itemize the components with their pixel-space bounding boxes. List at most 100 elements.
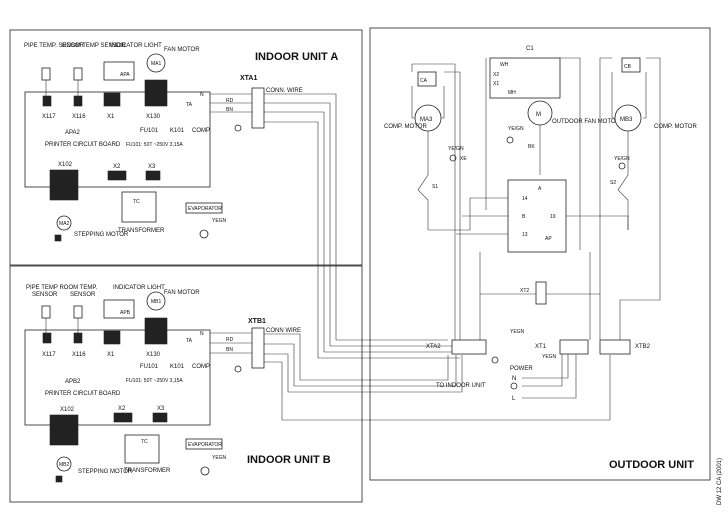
wire-rd-b: RD — [226, 337, 234, 343]
ta-a-label: TA — [186, 102, 193, 108]
mb3-label: MB3 — [620, 117, 633, 123]
x1-a-label: X1 — [107, 114, 115, 120]
fuse-b-spec: FU101: 50T ~250V 3,15A — [126, 378, 183, 384]
indoor-unit-a: INDOOR UNIT A PIPE TEMP. SENSOR ROOM TEM… — [9, 29, 363, 266]
evaporator-a-yegn: YEGN — [212, 218, 227, 224]
evaporator-b-label: EVAPORATOR — [188, 442, 222, 448]
room-sensor-label-a: ROOM TEMP SENSOR — [62, 43, 126, 49]
comp-b-label: COMP — [192, 364, 210, 370]
transformer-label-b: TRANSFORMER — [124, 468, 171, 474]
ta-b-label: TA — [186, 338, 193, 344]
xta2-label: XTA2 — [426, 344, 441, 350]
ap-19: 19 — [550, 214, 556, 220]
wire-bn-a: BN — [226, 107, 233, 113]
ma3-label: MA3 — [420, 117, 433, 123]
mb1-label: MB1 — [151, 299, 162, 305]
sensor-label-b2: SENSOR — [70, 292, 96, 298]
ma2-label: MA2 — [59, 221, 70, 227]
tc-b-label: TC — [141, 439, 148, 445]
x1-out-label: X1 — [493, 81, 499, 87]
xta1-label: XTA1 — [240, 75, 257, 82]
power-label: POWER — [510, 366, 533, 372]
x130-b-label: X130 — [146, 352, 161, 358]
x3-a-label: X3 — [148, 164, 156, 170]
k101-a-label: K101 — [170, 128, 185, 134]
xta1-block — [251, 87, 265, 129]
yegn-xt1: YEGN — [542, 354, 557, 360]
power-l: L — [512, 396, 516, 402]
transformer-a-symbol — [121, 191, 157, 223]
x1-b-label: X1 — [107, 352, 115, 358]
x117-a-label: X117 — [42, 114, 56, 120]
x116-b-label: X116 — [72, 352, 86, 358]
yegn-fan: YE/GN — [508, 126, 524, 132]
indicator-light-a — [103, 61, 135, 81]
apa-label: APA — [120, 72, 130, 78]
xta2-block — [451, 339, 487, 355]
pcb-a-frame — [24, 91, 211, 188]
outdoor-unit-title: OUTDOOR UNIT — [609, 459, 694, 471]
outdoor-fan-label: OUTDOOR FAN MOTOR — [552, 119, 621, 125]
power-n: N — [512, 376, 516, 382]
x130-a-label: X130 — [146, 114, 161, 120]
evaporator-a-label: EVAPORATOR — [188, 206, 222, 212]
x116-a-connector — [73, 95, 83, 107]
xt2-label: XT2 — [520, 288, 529, 294]
x3-b-label: X3 — [157, 406, 165, 412]
evaporator-a-box — [185, 202, 223, 214]
x102-a-label: X102 — [58, 162, 73, 168]
ap-13: 13 — [522, 232, 528, 238]
x102-b-label: X102 — [60, 407, 75, 413]
indoor-unit-b-title: INDOOR UNIT B — [247, 454, 331, 466]
ap-label: AP — [545, 236, 552, 242]
wire-rd-a: RD — [226, 98, 234, 104]
fan-motor-label-a: FAN MOTOR — [164, 47, 200, 53]
x116-a-label: X116 — [72, 114, 86, 120]
fan-motor-a-symbol — [146, 53, 166, 73]
pipe-sensor-label-a: PIPE TEMP. SENSOR — [24, 43, 84, 49]
pipe-room-label-b: PIPE TEMP ROOM TEMP. — [26, 285, 98, 291]
pcb-b-frame — [24, 329, 211, 426]
fuse-b-label: FU101 — [140, 364, 159, 370]
comp-motor-a-label: COMP. MOTOR — [384, 124, 427, 130]
transformer-label-a: TRANSFORMER — [118, 228, 165, 234]
yegn-top: YEGN — [510, 329, 525, 335]
s2-label: S2 — [610, 180, 616, 186]
fuse-a-label: FU101 — [140, 128, 159, 134]
tc-a-label: TC — [133, 199, 140, 205]
m-label: M — [536, 112, 541, 118]
xe-a: XE — [460, 156, 467, 162]
yegn-b: YE/GN — [614, 156, 630, 162]
yegn-a: YE/GN — [448, 146, 464, 152]
xtb1-label: XTB1 — [248, 318, 266, 325]
x117-b-label: X117 — [42, 352, 56, 358]
xt1-label: XT1 — [535, 344, 547, 350]
wire-n-a: N — [200, 92, 204, 98]
comp-a-label: COMP — [192, 128, 210, 134]
xtb2-block — [599, 339, 631, 355]
indoor-unit-b: INDOOR UNIT B PIPE TEMP ROOM TEMP. SENSO… — [9, 265, 363, 503]
ap-b: B — [522, 214, 526, 220]
xt2-block — [535, 281, 547, 305]
indoor-unit-a-title: INDOOR UNIT A — [255, 51, 338, 63]
indicator-label-b: INDICATOR LIGHT — [113, 285, 165, 291]
outdoor-unit: OUTDOOR UNIT MA3 COMP. MOTOR CA S1 YE/GN… — [369, 27, 723, 505]
stepping-motor-a-symbol — [56, 215, 72, 231]
conn-wire-b-label: CONN WIRE — [266, 328, 301, 334]
comp-motor-b-label: COMP. MOTOR — [654, 124, 697, 130]
ap-14: 14 — [522, 196, 528, 202]
x117-a-connector — [42, 95, 52, 107]
ca-label: CA — [420, 78, 428, 84]
cb-label: CB — [624, 64, 632, 70]
board-label-a: PRINTER CIRCUIT BOARD — [45, 142, 121, 148]
indicator-label-a: INDICATOR LIGHT — [110, 43, 162, 49]
ma1-label: MA1 — [151, 61, 162, 67]
mb2-label: MB2 — [59, 462, 70, 468]
xtb2-label: XTB2 — [635, 344, 651, 350]
doc-code: DW 12 CA (2001) — [717, 458, 723, 505]
x2-a-connector — [107, 170, 127, 181]
s1-label: S1 — [432, 184, 438, 190]
x2-a-label: X2 — [113, 164, 121, 170]
x2-out-label: X2 — [493, 72, 499, 78]
